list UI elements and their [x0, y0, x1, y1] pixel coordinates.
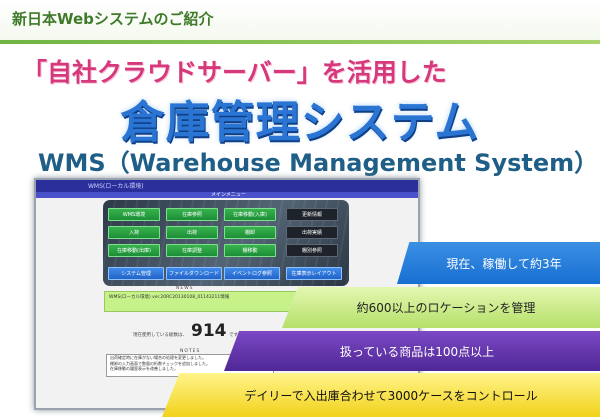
menu-button[interactable]: 在庫移動(出庫) [108, 244, 160, 257]
headline-title: 倉庫管理システム [120, 97, 480, 148]
feature-band-years: 現在、稼働して約3年 [397, 242, 600, 284]
notes-item: 出荷確定時に在庫がない場合の処理を変更しました。 [110, 355, 206, 360]
menu-button[interactable]: 棚別参照 [286, 244, 338, 257]
menu-button[interactable]: WMS環境 [108, 208, 160, 221]
menu-button[interactable]: 在庫参照 [166, 208, 218, 221]
menu-button[interactable]: 出荷実績 [286, 226, 338, 239]
menu-button[interactable]: 在庫表示レイアウト [286, 267, 342, 280]
menu-button[interactable]: 更新情報 [286, 208, 338, 221]
menu-button[interactable]: 出荷 [166, 226, 218, 239]
menu-button[interactable]: システム管理 [108, 267, 164, 280]
notes-item: 在庫移動の履歴表示を改善しました。 [110, 366, 178, 371]
headline-subtitle: 「自社クラウドサーバー」を活用した [22, 58, 447, 87]
count-value: 914 [191, 321, 227, 341]
menu-button[interactable]: 在庫移動(入庫) [224, 208, 276, 221]
header-title: 新日本Webシステムのご紹介 [12, 10, 214, 28]
feature-band-products: 扱っている商品は100点以上 [224, 331, 600, 371]
header-bar: 新日本Webシステムのご紹介 [0, 0, 600, 44]
menu-button[interactable]: 棚卸 [224, 226, 276, 239]
headline-wms: WMS（Warehouse Management System） [38, 149, 599, 177]
menu-button[interactable]: 在庫調整 [166, 244, 218, 257]
wms-screenshot: WMS(ローカル環境) メインメニュー WMS環境在庫参照在庫移動(入庫) 更新情… [34, 178, 420, 410]
count-label: 現在使用している総数は、 [133, 333, 187, 338]
header-divider [0, 40, 600, 44]
feature-band-locations: 約600以上のロケーションを管理 [282, 287, 600, 328]
screenshot-window-title: WMS(ローカル環境) [88, 183, 144, 190]
screenshot-menu-bar: メインメニュー [36, 192, 418, 198]
menu-button[interactable]: 入荷 [108, 226, 160, 239]
menu-button[interactable]: イベントログ参照 [224, 267, 280, 280]
menu-button[interactable]: ファイルダウンロード [166, 267, 222, 280]
screenshot-title-bar: WMS(ローカル環境) [36, 180, 418, 192]
count-unit: です。 [229, 333, 243, 338]
news-text: WMS(ローカル環境) ver.20RC20130108_01143211情報 [109, 295, 230, 300]
news-label: NEWS [176, 286, 194, 291]
screenshot-menu-title: メインメニュー [211, 192, 246, 198]
notes-item: 棚卸の入力画面で数量の桁数チェックを追加しました。 [110, 360, 210, 366]
menu-button[interactable]: 棚移動 [224, 244, 276, 257]
notes-label: NOTES [180, 349, 201, 354]
feature-band-cases: デイリーで入出庫合わせて3000ケースをコントロール [162, 373, 600, 417]
